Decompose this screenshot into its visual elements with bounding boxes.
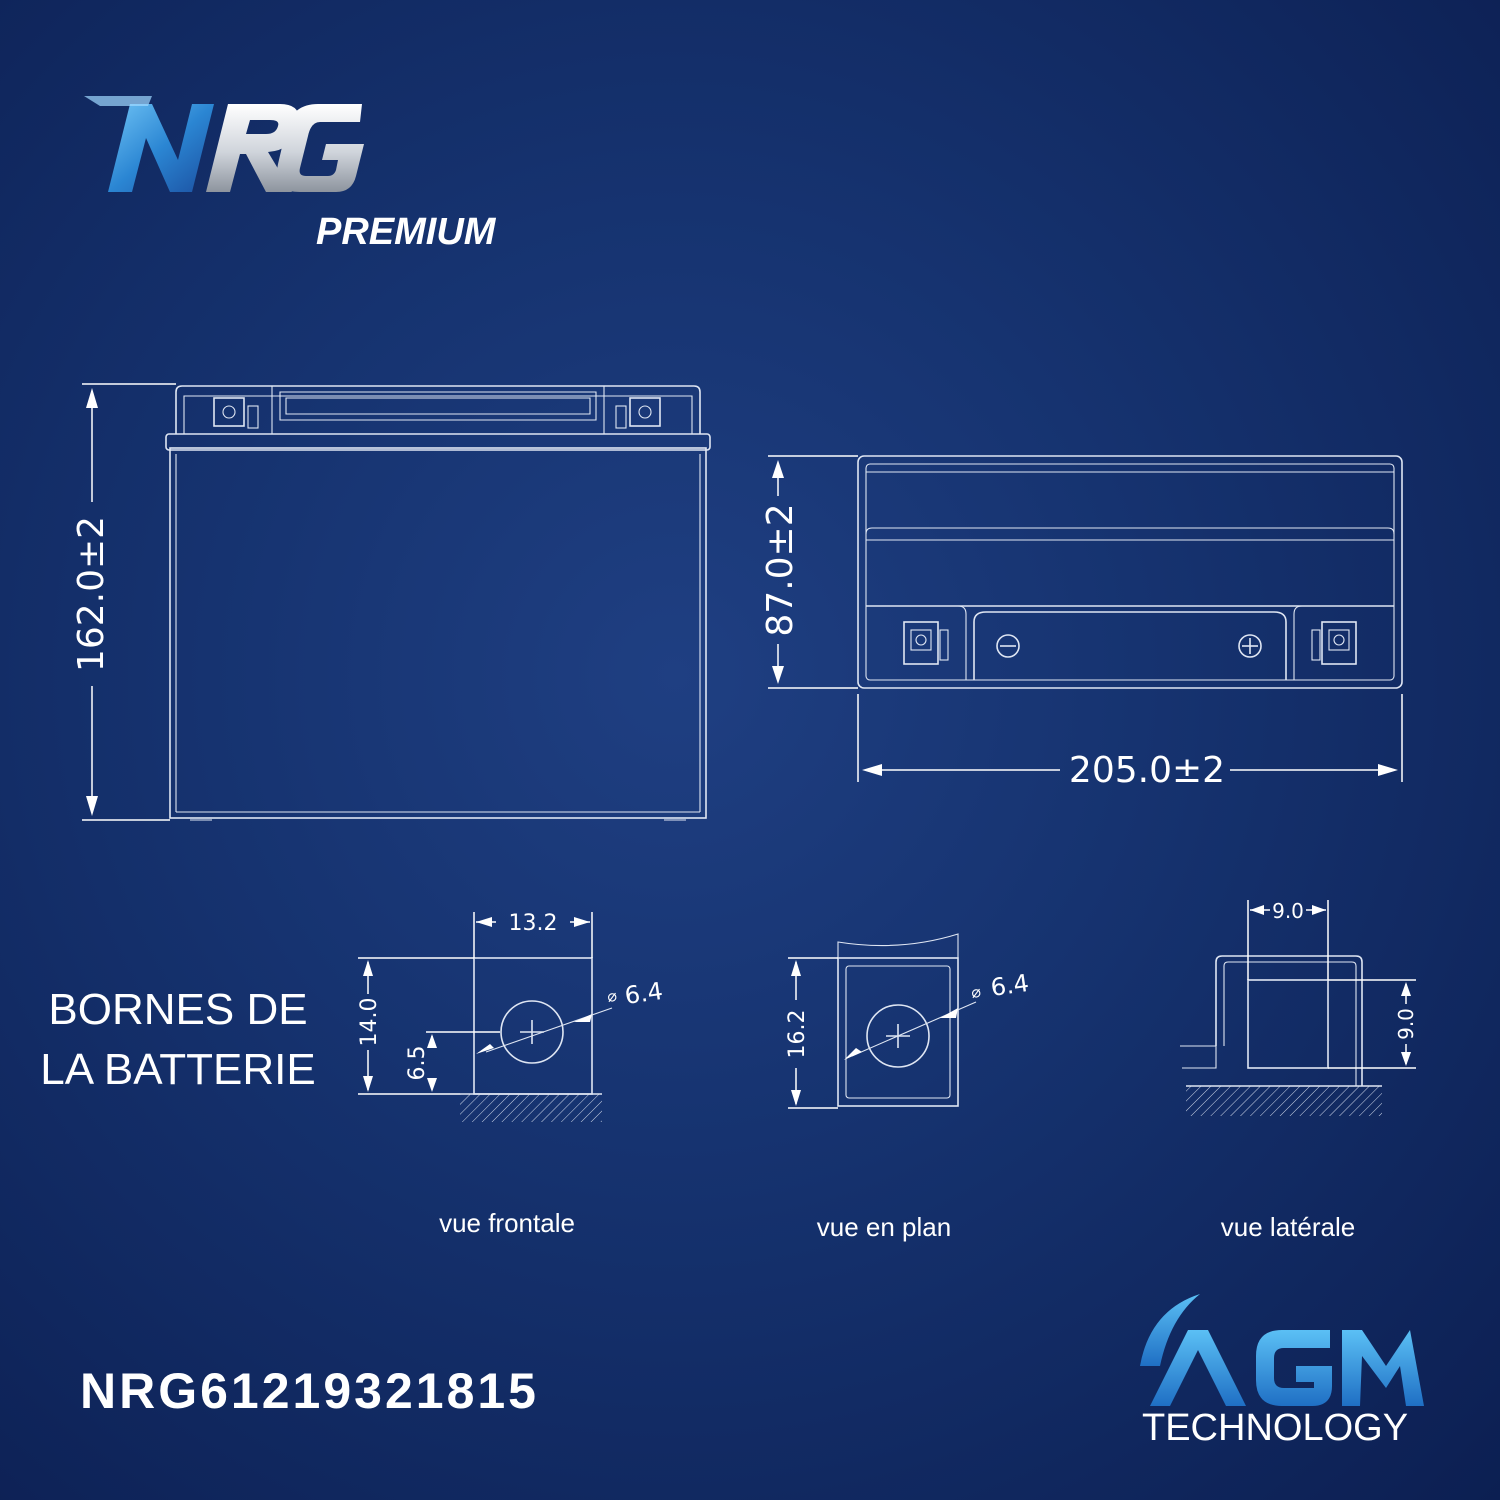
top-outline xyxy=(857,455,1403,689)
front-terminal-left xyxy=(213,397,245,427)
dim-height-label: 162.0±2 xyxy=(71,516,112,672)
front-height-label: 14.0 xyxy=(357,998,382,1047)
battery-front-view: 162.0±2 xyxy=(71,383,711,821)
terminal-side-view: 9.0 9.0 vue latérale xyxy=(1180,899,1418,1242)
agm-technology-logo: TECHNOLOGY xyxy=(1140,1294,1424,1449)
front-width-label: 13.2 xyxy=(509,911,558,936)
logo-letter-n xyxy=(108,104,214,192)
front-hole-height-label: 6.5 xyxy=(405,1046,430,1081)
side-width-label: 9.0 xyxy=(1272,899,1304,923)
top-terminal-right xyxy=(1321,621,1357,665)
ground-hatch xyxy=(460,1094,602,1122)
terminals-title: BORNES DE LA BATTERIE xyxy=(40,985,316,1094)
product-code: NRG61219321815 xyxy=(80,1363,539,1419)
battery-body xyxy=(169,447,707,819)
svg-text:⌀: ⌀ xyxy=(970,982,983,1002)
agm-swoosh xyxy=(1140,1294,1200,1366)
side-view-caption: vue latérale xyxy=(1221,1212,1355,1242)
svg-text:⌀: ⌀ xyxy=(606,986,619,1006)
side-ground-hatch xyxy=(1186,1086,1382,1116)
terminal-plan-view: ⌀ 6.4 16.2 vue en plan xyxy=(785,933,1031,1242)
plan-diameter-label: 6.4 xyxy=(989,969,1031,1002)
side-terminal-outline xyxy=(1215,955,1363,1086)
terminal-hole xyxy=(500,1000,564,1064)
plan-height-label: 16.2 xyxy=(785,1010,810,1059)
battery-top-view: 87.0±2 205.0±2 xyxy=(760,455,1403,791)
logo-swoosh xyxy=(84,96,152,106)
front-view-caption: vue frontale xyxy=(439,1208,575,1238)
agm-technology-text: TECHNOLOGY xyxy=(1142,1407,1408,1449)
terminals-title-line2: LA BATTERIE xyxy=(40,1045,316,1094)
terminal-front-view: ⌀ 6.4 13.2 14.0 6.5 vue frontale xyxy=(357,911,665,1238)
plan-terminal-outline xyxy=(837,957,959,1107)
dim-depth-label: 87.0±2 xyxy=(760,503,801,636)
nrg-premium-logo: PREMIUM xyxy=(84,96,497,253)
top-terminal-left xyxy=(903,621,939,665)
agm-letter-a xyxy=(1150,1330,1246,1406)
dim-length-label: 205.0±2 xyxy=(1069,750,1225,791)
positive-symbol xyxy=(1238,634,1262,658)
logo-letter-g xyxy=(276,104,364,192)
side-height-label: 9.0 xyxy=(1394,1008,1418,1040)
terminal-post xyxy=(473,957,593,1095)
plan-view-caption: vue en plan xyxy=(817,1212,951,1242)
front-terminal-right xyxy=(629,397,661,427)
side-terminal-tab xyxy=(1247,979,1329,1069)
plan-terminal-hole xyxy=(866,1004,930,1068)
logo-letter-r xyxy=(206,104,300,192)
plan-break-line xyxy=(837,933,959,958)
negative-symbol xyxy=(996,634,1020,658)
battery-lid xyxy=(165,433,711,451)
front-diameter-label: 6.4 xyxy=(623,977,665,1010)
terminals-title-line1: BORNES DE xyxy=(48,985,307,1034)
logo-premium-text: PREMIUM xyxy=(316,211,497,253)
agm-letter-g xyxy=(1256,1330,1332,1406)
agm-letter-m xyxy=(1342,1330,1424,1406)
